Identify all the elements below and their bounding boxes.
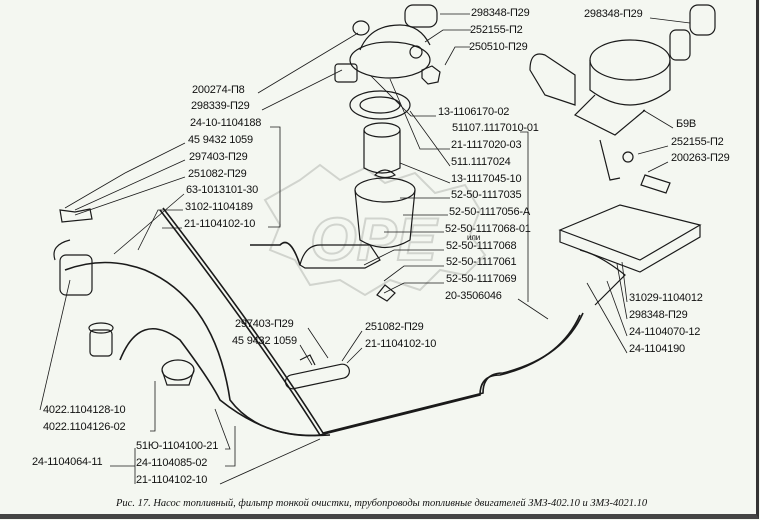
part-label: 51Ю-1104100-21: [136, 440, 219, 452]
part-label: 4022.1104128-10: [43, 404, 126, 416]
part-label: 251082-П29: [365, 321, 424, 333]
part-label: 252155-П2: [470, 24, 523, 36]
part-label: 250510-П29: [469, 41, 528, 53]
part-label: 511.1117024: [451, 156, 511, 168]
part-label: 52-50-1117068: [446, 240, 517, 252]
figure-caption: Рис. 17. Насос топливный, фильтр тонкой …: [116, 498, 648, 509]
part-label: 24-1104064-11: [32, 456, 103, 468]
part-label: 298339-П29: [191, 100, 250, 112]
part-label: 52-50-1117068-01: [445, 223, 531, 235]
part-label: 251082-П29: [188, 168, 247, 180]
part-label: 298348-П29: [471, 7, 530, 19]
clip-left: [59, 208, 93, 223]
bolt: [640, 174, 671, 194]
part-label: 13-1117045-10: [451, 173, 522, 185]
part-label: 45 9432 1059: [188, 134, 253, 146]
part-label: 3102-1104189: [185, 201, 253, 213]
part-label: 52-50-1117069: [446, 273, 517, 285]
filter-bowl: [354, 169, 416, 249]
part-label: 252155-П2: [671, 136, 724, 148]
part-label: 21-1104102-10: [365, 338, 437, 350]
leader-lines: [39, 13, 691, 485]
part-label: 52-50-1117035: [451, 189, 522, 201]
filter-head: [334, 4, 441, 85]
part-label: Б9В: [676, 118, 697, 130]
part-label: 24-10-1104188: [190, 117, 262, 129]
part-label: 13-1106170-02: [438, 106, 510, 118]
filter-bracket: [299, 244, 381, 269]
pump-gasket: [529, 53, 576, 106]
fuel-pipes: [64, 207, 584, 437]
part-label: 52-50-1117061: [446, 256, 517, 268]
fuel-pump: [529, 4, 716, 194]
part-label: 52-50-1117056-А: [449, 206, 530, 218]
part-label: или: [467, 233, 481, 242]
part-label: 4022.1104126-02: [43, 421, 126, 433]
gasket: [349, 90, 411, 120]
part-label: 63-1013101-30: [186, 184, 259, 196]
part-label: 24-1104070-12: [629, 326, 701, 338]
part-label: 21-1117020-03: [451, 139, 522, 151]
part-label: 21-1104102-10: [136, 474, 208, 486]
clamp-assembly: [284, 354, 350, 390]
filter-element: [363, 122, 401, 174]
part-label: 21-1104102-10: [184, 218, 256, 230]
part-label: 45 9432 1059: [232, 335, 297, 347]
part-label: 200263-П29: [671, 152, 730, 164]
part-label: 298348-П29: [584, 8, 643, 20]
part-label: 24-1104190: [629, 343, 685, 355]
part-label: 51107.1117010-01: [452, 122, 539, 134]
part-label: 298348-П29: [629, 309, 688, 321]
part-label: 31029-1104012: [629, 292, 703, 304]
part-label: 24-1104085-02: [136, 457, 208, 469]
part-label: 297403-П29: [235, 318, 294, 330]
sediment-tank: [558, 204, 702, 306]
fine-filter-small: [53, 239, 114, 357]
part-label: 20-3506046: [445, 290, 502, 302]
part-label: 200274-П8: [192, 84, 245, 96]
part-label: 297403-П29: [189, 151, 248, 163]
hand-pump: [161, 359, 195, 386]
